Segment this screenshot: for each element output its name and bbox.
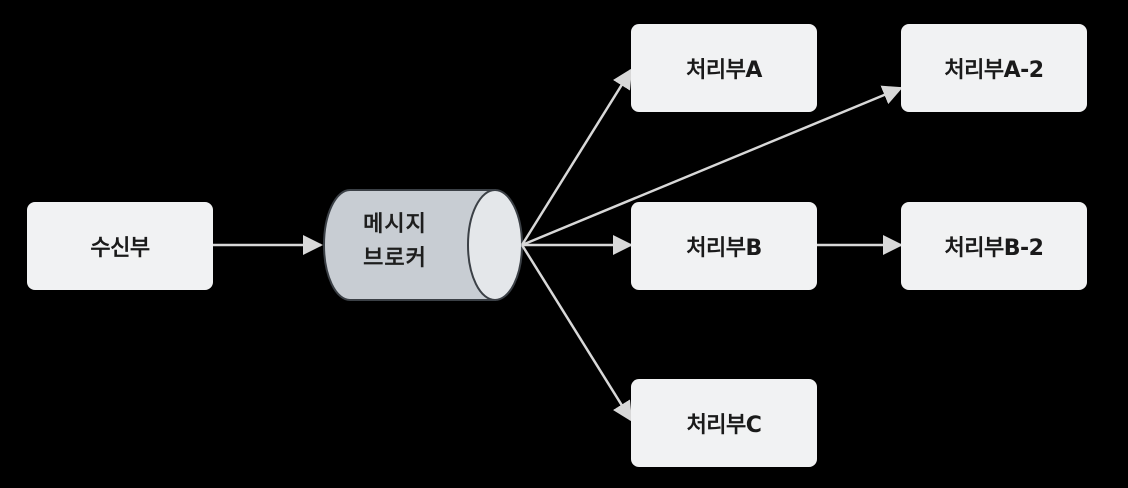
message-broker-cylinder: [323, 189, 523, 301]
processor-b-label: 처리부B: [686, 236, 762, 261]
receiver-node: 수신부: [27, 202, 213, 290]
processor-b-node: 처리부B: [631, 202, 817, 290]
edge-broker-to-c: [520, 244, 633, 422]
processor-a-node: 처리부A: [631, 24, 817, 112]
processor-a2-node: 처리부A-2: [901, 24, 1087, 112]
broker-label-line2: 브로커: [363, 246, 427, 271]
broker-label-line1: 메시지: [363, 212, 427, 237]
message-broker-label: 메시지 브로커: [340, 208, 450, 276]
processor-a2-label: 처리부A-2: [944, 58, 1044, 83]
processor-c-label: 처리부C: [686, 413, 762, 438]
edge-broker-to-a: [520, 68, 633, 246]
processor-a-label: 처리부A: [686, 58, 762, 83]
processor-b2-label: 처리부B-2: [944, 236, 1044, 261]
processor-b2-node: 처리부B-2: [901, 202, 1087, 290]
receiver-label: 수신부: [90, 236, 150, 261]
processor-c-node: 처리부C: [631, 379, 817, 467]
edge-broker-to-a2: [521, 85, 903, 247]
